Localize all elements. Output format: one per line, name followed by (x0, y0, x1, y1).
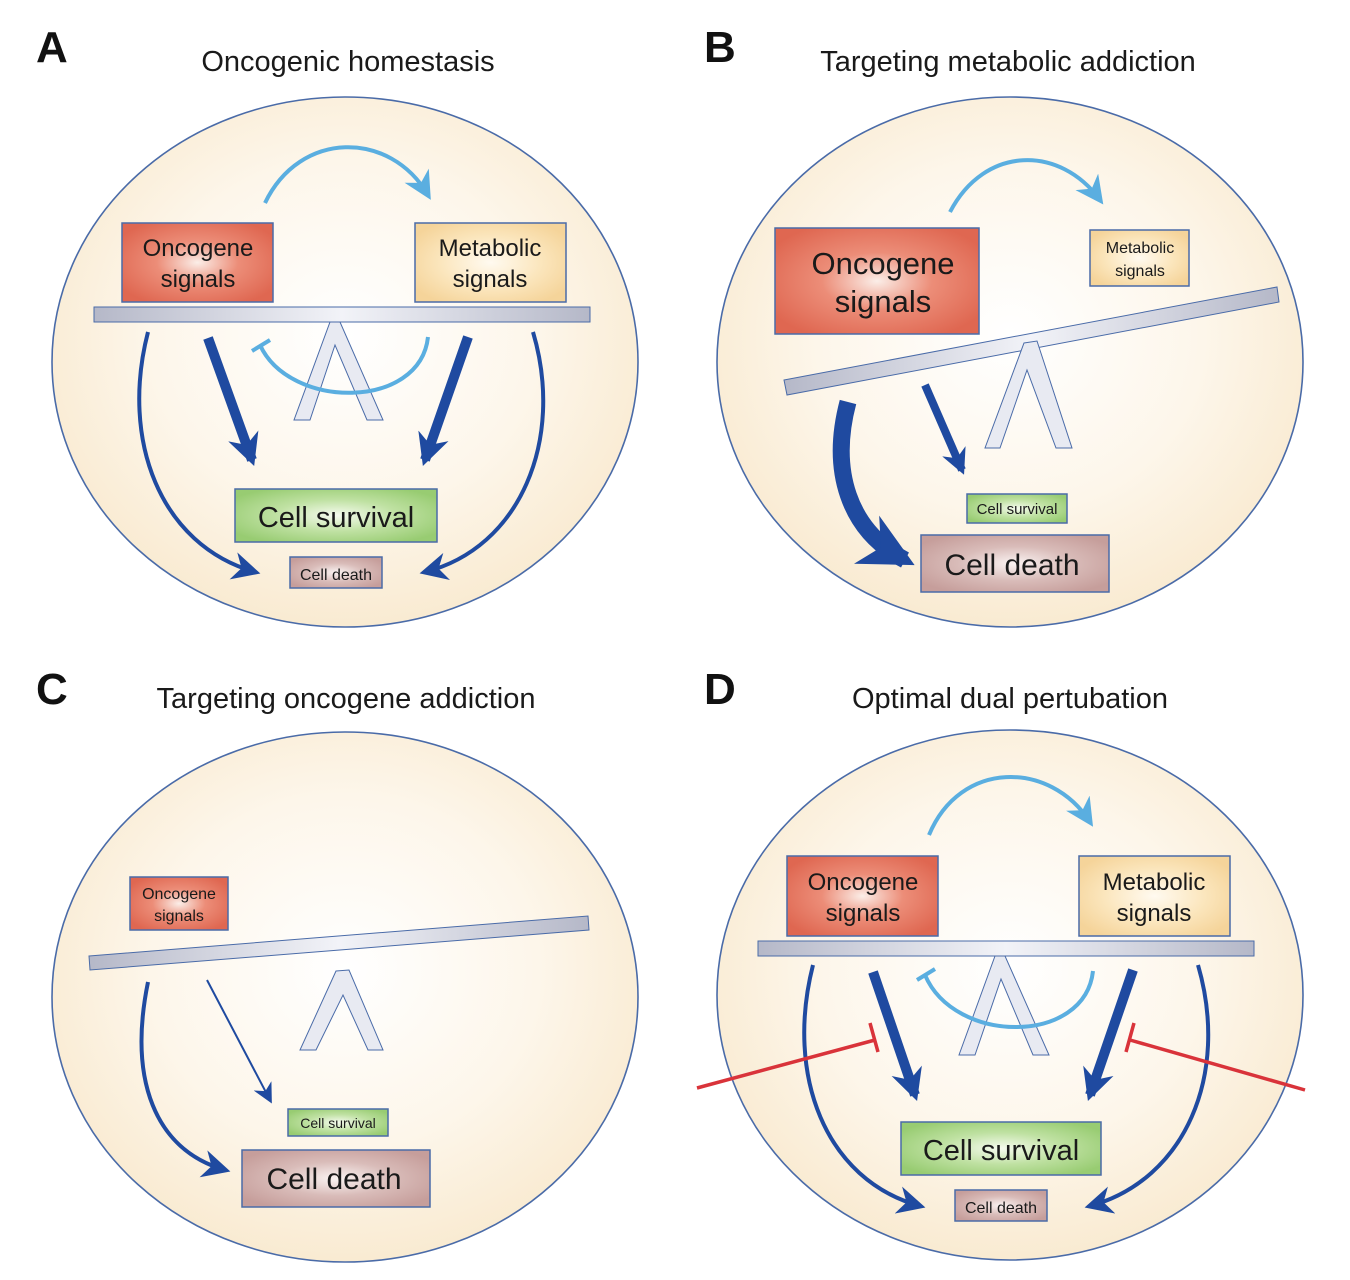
cell-death-label: Cell death (266, 1163, 401, 1196)
arrow-oncogene-to-death (802, 964, 926, 1214)
cell-survival-label: Cell survival (258, 502, 414, 534)
metabolic-label-line2: signals (453, 266, 528, 293)
arrow-metabolic-to-survival (1083, 968, 1138, 1102)
arrow-oncogene-to-death (137, 331, 261, 580)
panel-letter: A (36, 23, 68, 72)
fulcrum (299, 969, 384, 1051)
feedback-inhibition-arc (258, 336, 430, 395)
cell-survival-label: Cell survival (977, 501, 1058, 518)
balance-beam (93, 306, 591, 323)
arrow-oncogene-to-death (139, 981, 231, 1178)
cell-death-box (920, 534, 1110, 593)
panel-b: B Targeting metabolic addiction Oncogene… (704, 23, 1304, 628)
cell-survival-box (287, 1108, 389, 1137)
activation-arrow-oncogene-to-metabolic (263, 145, 431, 204)
cell-death-box (289, 556, 383, 589)
cell-survival-box (900, 1121, 1102, 1176)
cell-death-label: Cell death (300, 567, 372, 584)
activation-arrow-oncogene-to-metabolic (927, 775, 1094, 836)
balance-beam (757, 940, 1255, 957)
arrow-oncogene-to-survival (203, 336, 259, 467)
oncogene-inhibitor-bar (868, 1022, 880, 1053)
oncogene-label-line1: Oncogene (811, 246, 954, 281)
activation-arrow-oncogene-to-metabolic (948, 158, 1104, 213)
oncogene-label-line1: Oncogene (808, 869, 919, 896)
cell-survival-label: Cell survival (923, 1135, 1079, 1167)
oncogene-label-line2: signals (835, 284, 932, 319)
panel-d: D Optimal dual pertubation Oncogene sign… (696, 665, 1306, 1261)
cell-death-label: Cell death (944, 549, 1079, 582)
arrow-oncogene-to-death (832, 399, 915, 568)
panel-title: Optimal dual pertubation (852, 683, 1168, 715)
fulcrum (984, 340, 1073, 449)
metabolic-label-line2: signals (1115, 263, 1165, 280)
arrow-oncogene-to-survival (206, 979, 272, 1104)
metabolic-inhibitor-line (1129, 1038, 1306, 1092)
oncogene-label-line2: signals (826, 900, 901, 927)
metabolic-signals-box (1078, 855, 1231, 937)
panel-title: Oncogenic homestasis (201, 46, 494, 78)
oncogene-inhibitor-line (696, 1038, 876, 1090)
panel-letter: B (704, 23, 736, 72)
balance-beam (783, 286, 1280, 396)
cell-death-box (241, 1149, 431, 1208)
oncogene-signals-box (786, 855, 939, 937)
oncogene-signals-box (129, 876, 229, 931)
oncogene-label-line2: signals (154, 908, 204, 925)
cell-death-label: Cell death (965, 1200, 1037, 1217)
arrow-metabolic-to-death (419, 331, 546, 581)
inhibition-bar (250, 338, 272, 353)
metabolic-label-line1: Metabolic (1106, 240, 1174, 257)
metabolic-inhibitor-bar (1124, 1022, 1136, 1053)
panel-c: C Targeting oncogene addiction Oncogene … (36, 665, 639, 1263)
inhibition-bar (915, 967, 937, 982)
panel-letter: C (36, 665, 68, 714)
metabolic-label-line1: Metabolic (1103, 869, 1206, 896)
panel-title: Targeting metabolic addiction (820, 46, 1196, 78)
feedback-inhibition-arc (923, 970, 1095, 1029)
panel-a: A Oncogenic homestasis Oncogene signals … (36, 23, 639, 628)
cell-survival-label: Cell survival (300, 1115, 375, 1131)
balance-beam (88, 915, 590, 971)
arrow-oncogene-to-survival (868, 970, 922, 1102)
metabolic-signals-box (414, 222, 567, 303)
fulcrum (293, 321, 384, 421)
cell-death-box (954, 1189, 1048, 1222)
cell-survival-box (966, 493, 1068, 524)
fulcrum (958, 955, 1050, 1056)
arrow-metabolic-to-survival (418, 335, 473, 467)
cell-survival-box (234, 488, 438, 543)
metabolic-label-line1: Metabolic (439, 235, 542, 262)
oncogene-signals-box (774, 227, 980, 335)
oncogene-label-line1: Oncogene (143, 235, 254, 262)
arrow-oncogene-to-survival (921, 383, 966, 475)
metabolic-label-line2: signals (1117, 900, 1192, 927)
panel-title: Targeting oncogene addiction (157, 683, 536, 715)
oncogene-label-line2: signals (161, 266, 236, 293)
oncogene-label-line1: Oncogene (142, 886, 216, 903)
arrow-metabolic-to-death (1084, 964, 1211, 1214)
oncogene-signals-box (121, 222, 274, 303)
panel-letter: D (704, 665, 736, 714)
metabolic-signals-box (1089, 229, 1190, 287)
